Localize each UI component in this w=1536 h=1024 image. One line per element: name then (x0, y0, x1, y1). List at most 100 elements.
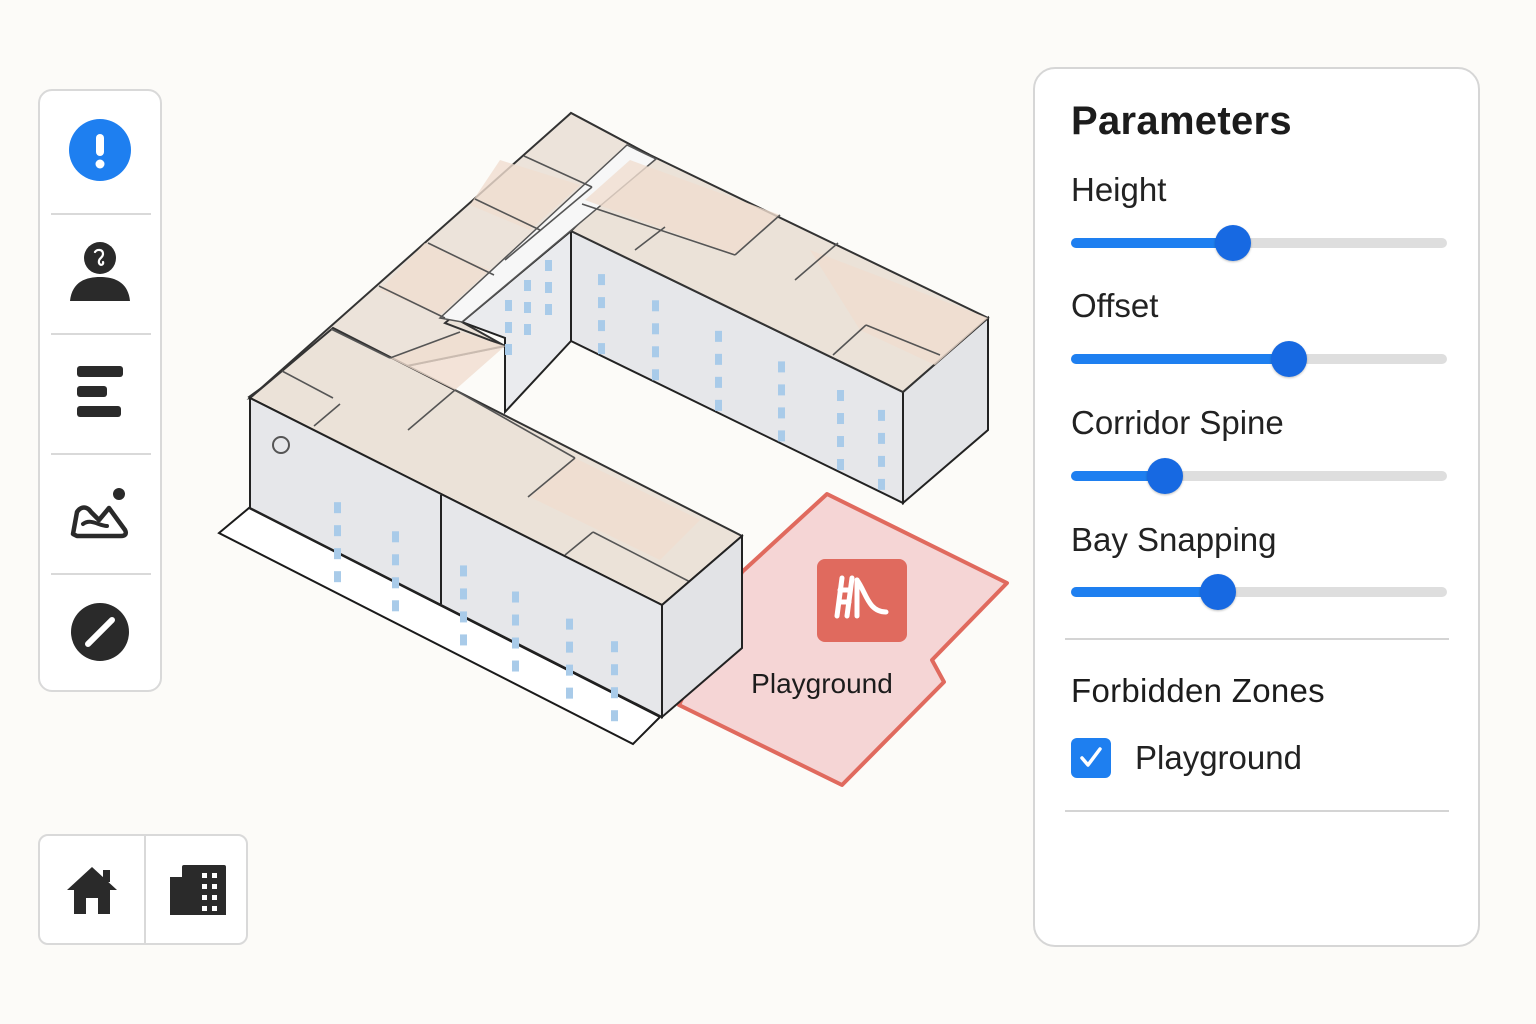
person-icon (70, 242, 130, 301)
window (778, 407, 785, 419)
window (512, 591, 519, 603)
window (652, 346, 659, 358)
window (460, 611, 467, 623)
corridor-spine-slider-knob[interactable] (1147, 458, 1183, 494)
roof-bay (380, 243, 490, 315)
window (611, 641, 618, 653)
window (334, 571, 341, 583)
window (652, 369, 659, 381)
window (545, 304, 552, 315)
window (334, 525, 341, 537)
alert-tool-button[interactable] (40, 95, 160, 205)
window (837, 459, 844, 471)
window (505, 322, 512, 333)
window (545, 260, 552, 271)
roof-bay (390, 332, 505, 390)
window-grid (334, 260, 885, 722)
bay-snapping-label: Bay Snapping (1071, 521, 1277, 558)
window (334, 548, 341, 560)
disable-tool-button[interactable] (40, 577, 160, 687)
window (878, 432, 885, 444)
roof-bay (530, 458, 700, 560)
tool-rail (38, 89, 162, 692)
entrance-marker-icon (272, 436, 290, 454)
window (652, 300, 659, 312)
window (778, 384, 785, 396)
offset-slider-knob[interactable] (1271, 341, 1308, 377)
window (334, 502, 341, 514)
roof-bay (585, 160, 780, 255)
window (715, 330, 722, 342)
window (512, 614, 519, 626)
window (505, 344, 512, 355)
front-wing-end-wall (661, 533, 743, 720)
window (524, 280, 531, 291)
home-view-button[interactable] (40, 836, 143, 943)
divider (1065, 638, 1449, 640)
window (566, 664, 573, 676)
window (778, 430, 785, 442)
playground-checkbox[interactable] (1071, 738, 1111, 778)
building-view-button[interactable] (146, 836, 249, 943)
window (878, 409, 885, 421)
window (611, 664, 618, 676)
corridor-spine-slider[interactable] (1071, 458, 1447, 494)
inner-wing-wall (460, 228, 572, 415)
align-left-tool-button[interactable] (40, 337, 160, 447)
offset-label: Offset (1071, 287, 1159, 324)
playground-checkbox-label: Playground (1135, 739, 1302, 776)
offset-slider[interactable] (1071, 341, 1447, 377)
landscape-icon (70, 488, 129, 539)
bay-snapping-slider[interactable] (1071, 574, 1447, 610)
window (598, 343, 605, 355)
window (611, 710, 618, 722)
window (878, 455, 885, 467)
window (598, 297, 605, 309)
person-tool-button[interactable] (40, 217, 160, 327)
window (512, 660, 519, 672)
window (512, 637, 519, 649)
divider (1065, 810, 1449, 812)
building-icon (169, 864, 226, 915)
window (524, 302, 531, 313)
landscape-tool-button[interactable] (40, 457, 160, 567)
window (715, 376, 722, 388)
corridor-spine-label: Corridor Spine (1071, 404, 1284, 441)
window (837, 390, 844, 402)
window (460, 588, 467, 600)
window (878, 478, 885, 490)
window (392, 554, 399, 566)
forbidden-zones-title: Forbidden Zones (1071, 672, 1325, 709)
slash-circle-icon (71, 603, 129, 661)
window (598, 320, 605, 332)
forbidden-zone-playground-row[interactable]: Playground (1071, 737, 1302, 779)
window (505, 300, 512, 311)
checkmark-icon (1080, 747, 1102, 767)
window (392, 577, 399, 589)
panel-title: Parameters (1071, 99, 1292, 143)
window (598, 274, 605, 286)
window (715, 399, 722, 411)
playground-slide-icon (817, 559, 907, 642)
height-slider[interactable] (1071, 225, 1447, 261)
window (545, 282, 552, 293)
height-label: Height (1071, 171, 1167, 208)
window (566, 687, 573, 699)
window (392, 600, 399, 612)
window (837, 436, 844, 448)
window (611, 687, 618, 699)
window (778, 361, 785, 373)
align-left-icon (77, 366, 123, 417)
bay-snapping-slider-knob[interactable] (1199, 574, 1236, 610)
alert-icon (69, 119, 131, 181)
height-slider-knob[interactable] (1214, 225, 1251, 261)
window (837, 413, 844, 425)
roof-bay-lines (281, 155, 941, 588)
window (460, 634, 467, 646)
window (566, 641, 573, 653)
parameters-panel: Parameters Height Offset Corridor Spine … (1033, 67, 1480, 947)
window (524, 324, 531, 335)
window (392, 531, 399, 543)
window (460, 565, 467, 577)
